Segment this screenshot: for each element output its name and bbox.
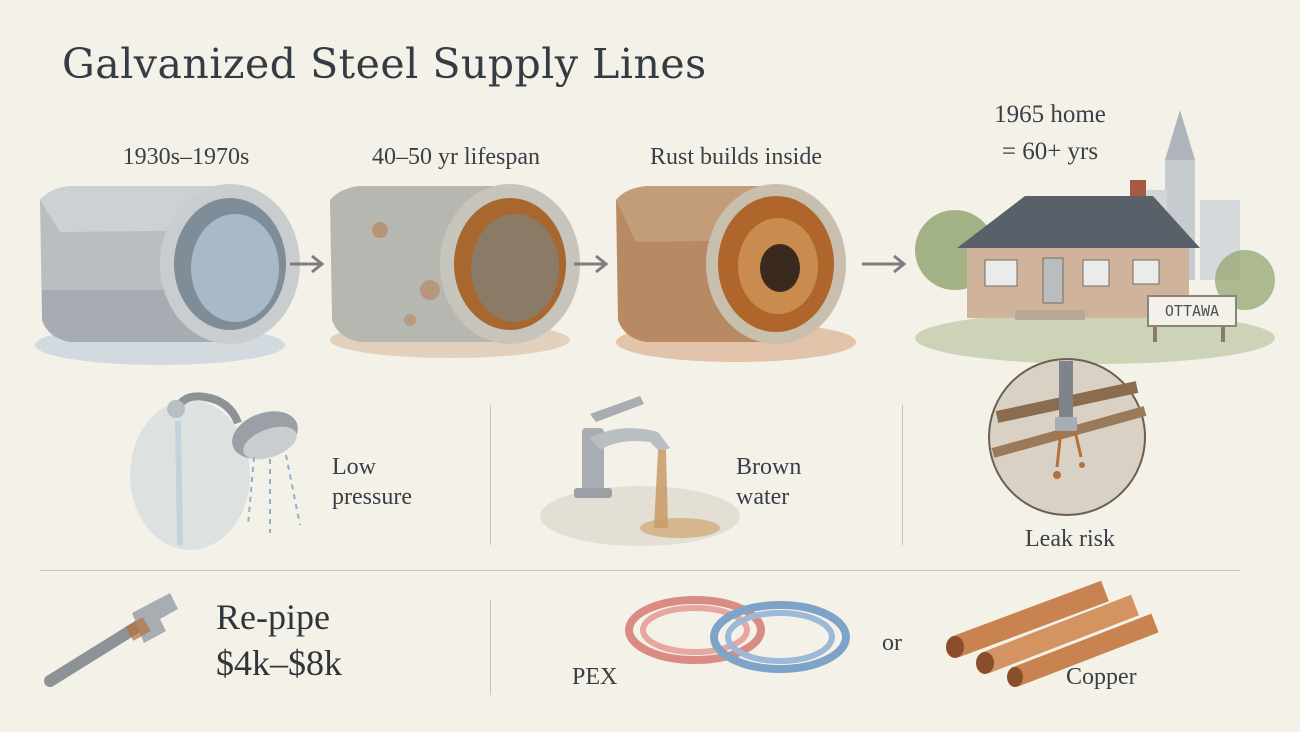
copper-pipes-icon	[946, 580, 1159, 687]
rusting-pipe-icon	[330, 184, 580, 358]
clogged-pipe-icon	[616, 184, 856, 362]
arrow-right-icon	[574, 254, 609, 274]
pex-label: PEX	[572, 664, 618, 690]
leaking-pipe-icon	[988, 358, 1147, 516]
faucet-icon	[540, 396, 740, 546]
clean-pipe-icon	[35, 184, 300, 365]
symptom-brown-water: Brown water	[736, 454, 802, 510]
stage-label-lifespan: 40–50 yr lifespan	[372, 144, 540, 170]
stage-label-rust: Rust builds inside	[649, 144, 823, 170]
symptom-low-pressure: Low pressure	[332, 454, 412, 510]
ottawa-sign: OTTAWA	[1147, 295, 1237, 327]
symptom-leak-risk: Leak risk	[1025, 526, 1115, 552]
divider	[490, 600, 491, 695]
page-title: Galvanized Steel Supply Lines	[62, 40, 707, 88]
wrench-icon	[44, 593, 178, 687]
section-divider	[40, 570, 1240, 571]
arrow-right-icon	[862, 254, 907, 274]
shower-head-icon	[130, 392, 301, 550]
stage-label-era: 1930s–1970s	[122, 144, 250, 170]
repipe-cost: Re-pipe $4k–$8k	[216, 597, 342, 683]
copper-label: Copper	[1066, 664, 1137, 690]
divider	[902, 405, 903, 545]
divider	[490, 405, 491, 545]
pex-coil-icon	[625, 596, 850, 673]
home-age-label: 1965 home = 60+ yrs	[994, 101, 1106, 165]
or-label: or	[882, 630, 902, 656]
house-icon	[915, 110, 1275, 364]
arrow-right-icon	[290, 254, 325, 274]
